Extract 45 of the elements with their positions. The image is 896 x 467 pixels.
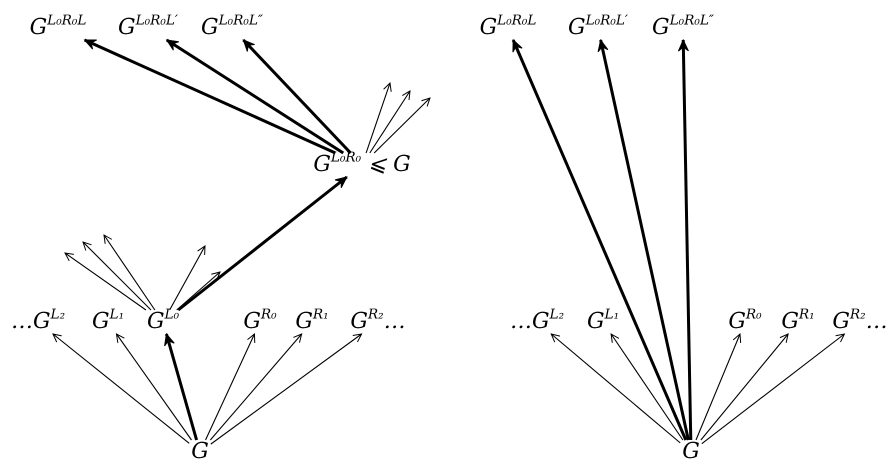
math-expression: G$^{R₁}$ (295, 311, 329, 333)
math-expression: G$^{L₀R₀L}$ (480, 17, 536, 39)
arrow (164, 334, 198, 440)
math-expression: G$^{L₁}$ (92, 311, 124, 333)
arrow (369, 90, 410, 154)
arrow (242, 38, 352, 154)
arrow (116, 334, 192, 440)
arrow (166, 38, 344, 154)
arrow (169, 246, 206, 310)
arrow (550, 334, 681, 444)
arrow (84, 38, 336, 154)
arrow (210, 334, 362, 445)
arrow (366, 82, 392, 154)
arrow (210, 334, 302, 440)
arrow (104, 234, 156, 310)
arrow (678, 40, 692, 440)
arrow (64, 252, 146, 310)
math-expression: G$^{L₀R₀L″}$ (652, 17, 714, 39)
math-expression: G$^{R₂}$… (832, 311, 888, 333)
arrow (695, 334, 742, 440)
arrow (598, 40, 690, 440)
math-expression: G (191, 441, 209, 463)
math-expression: G$^{R₁}$ (781, 311, 815, 333)
arrow (177, 176, 348, 312)
math-expression: …G$^{L₂}$ (10, 311, 66, 333)
math-expression: G$^{L₀R₀L″}$ (201, 17, 263, 39)
math-expression: G$^{L₀R₀L}$ (30, 17, 86, 39)
math-expression: G$^{L₀R₀L′}$ (118, 17, 178, 39)
arrow (700, 334, 789, 440)
math-expression: G$^{R₀}$ (243, 311, 277, 333)
math-expression: …G$^{L₂}$ (510, 311, 564, 333)
math-expression: G$^{R₂}$… (350, 311, 406, 333)
arrow (701, 334, 845, 444)
arrow (205, 334, 256, 440)
arrow (52, 334, 190, 444)
arrow (176, 272, 220, 310)
arrow (374, 98, 430, 154)
arrow (610, 334, 684, 440)
arrow (82, 242, 152, 310)
math-expression: G$^{L₁}$ (586, 311, 620, 333)
math-expression: G$^{L₀}$ (146, 311, 180, 333)
math-expression: G$^{R₀}$ (728, 311, 762, 333)
math-expression: G$^{L₀R₀L′}$ (568, 17, 628, 39)
arrow (512, 39, 688, 441)
math-expression: G (682, 441, 700, 463)
